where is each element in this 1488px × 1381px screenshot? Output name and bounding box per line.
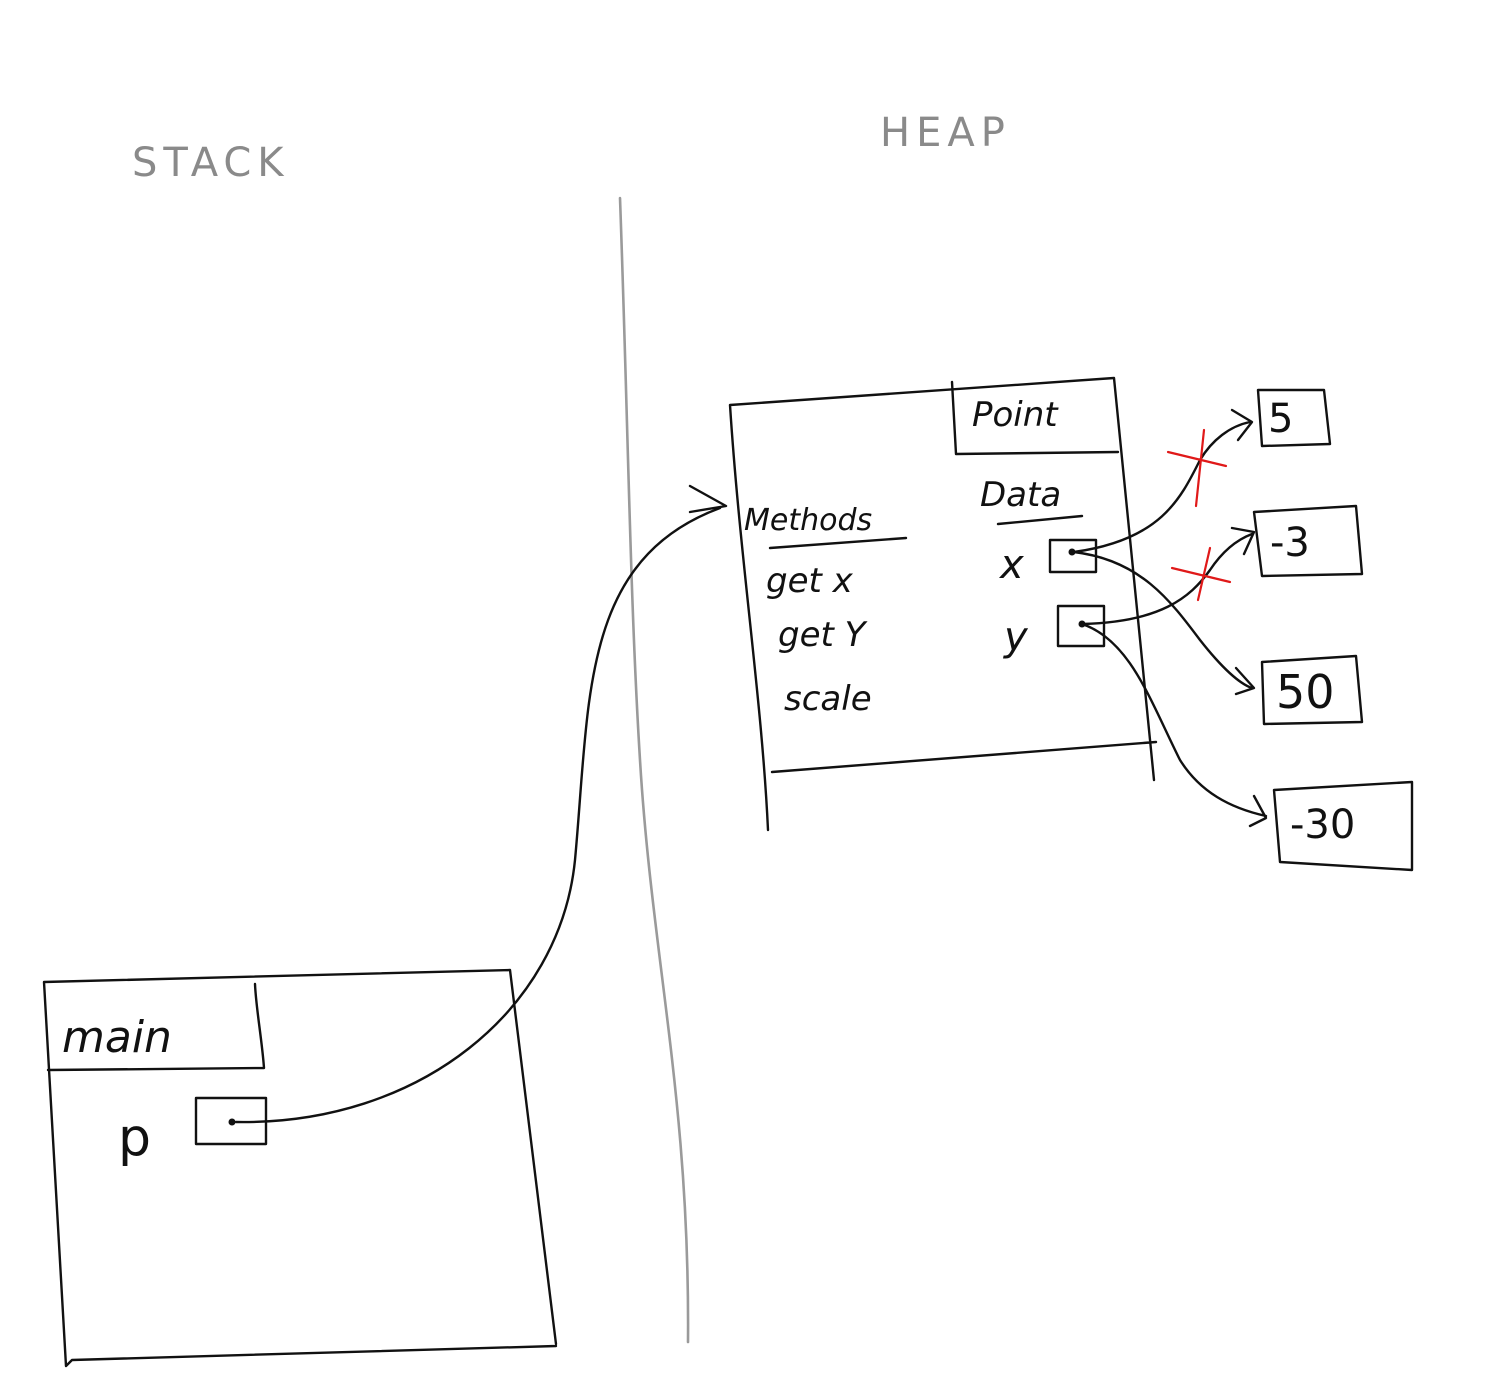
heap-object-border [728,376,1158,832]
value-box-5: 5 [1256,388,1332,448]
stack-frame-label-box [46,982,266,1072]
value-box-50-border [1260,654,1364,726]
stack-heap-divider [618,196,690,1344]
pointer-dot-x [1068,548,1076,556]
methods-underline [768,536,908,550]
class-name-box [950,380,1120,456]
value-neg30: -30 [1290,802,1355,848]
new-reference-x [1072,550,1254,690]
reference-arrow-p-to-point [234,506,722,1124]
method-scale: scale [784,679,872,719]
value-box-50: 50 [1260,654,1364,726]
value-box-neg30: -30 [1272,780,1414,872]
old-reference-x [1072,420,1252,554]
class-name: Point [972,395,1059,435]
heap-object-point: Point Methods Data get x get Y scale x y [728,376,1158,832]
old-reference-y [1080,532,1254,626]
heap-title: HEAP [880,110,1011,156]
value-5: 5 [1268,396,1293,442]
value-neg3: -3 [1270,520,1310,566]
stack-frame-main: main p [42,968,558,1368]
arrowhead-point [688,484,728,514]
field-x-label: x [998,542,1024,588]
value-box-neg30-border [1272,780,1414,872]
strike-x-old [1166,428,1228,508]
stack-frame-name: main [62,1012,172,1063]
arrowhead-y-new [1248,794,1268,828]
methods-header: Methods [744,503,872,538]
data-underline [996,514,1084,526]
arrowhead-x-new [1234,666,1256,696]
stack-title: STACK [132,140,290,186]
method-getx: get x [766,561,854,601]
value-box-neg3: -3 [1252,504,1364,578]
strike-y-old [1170,546,1232,602]
value-50: 50 [1276,665,1335,719]
new-reference-y [1080,622,1268,818]
stack-frame-border [42,968,558,1368]
value-box-5-border [1256,388,1332,448]
value-box-neg3-border [1252,504,1364,578]
field-y-label: y [1003,614,1029,660]
stack-var-p-label: p [118,1108,151,1168]
method-gety: get Y [778,615,868,655]
pointer-dot-p [228,1118,236,1126]
field-x-box [1048,538,1098,574]
field-y-box [1056,604,1106,648]
arrowhead-x-old [1230,408,1254,442]
data-header: Data [980,475,1061,515]
arrowhead-y-old [1230,526,1256,556]
